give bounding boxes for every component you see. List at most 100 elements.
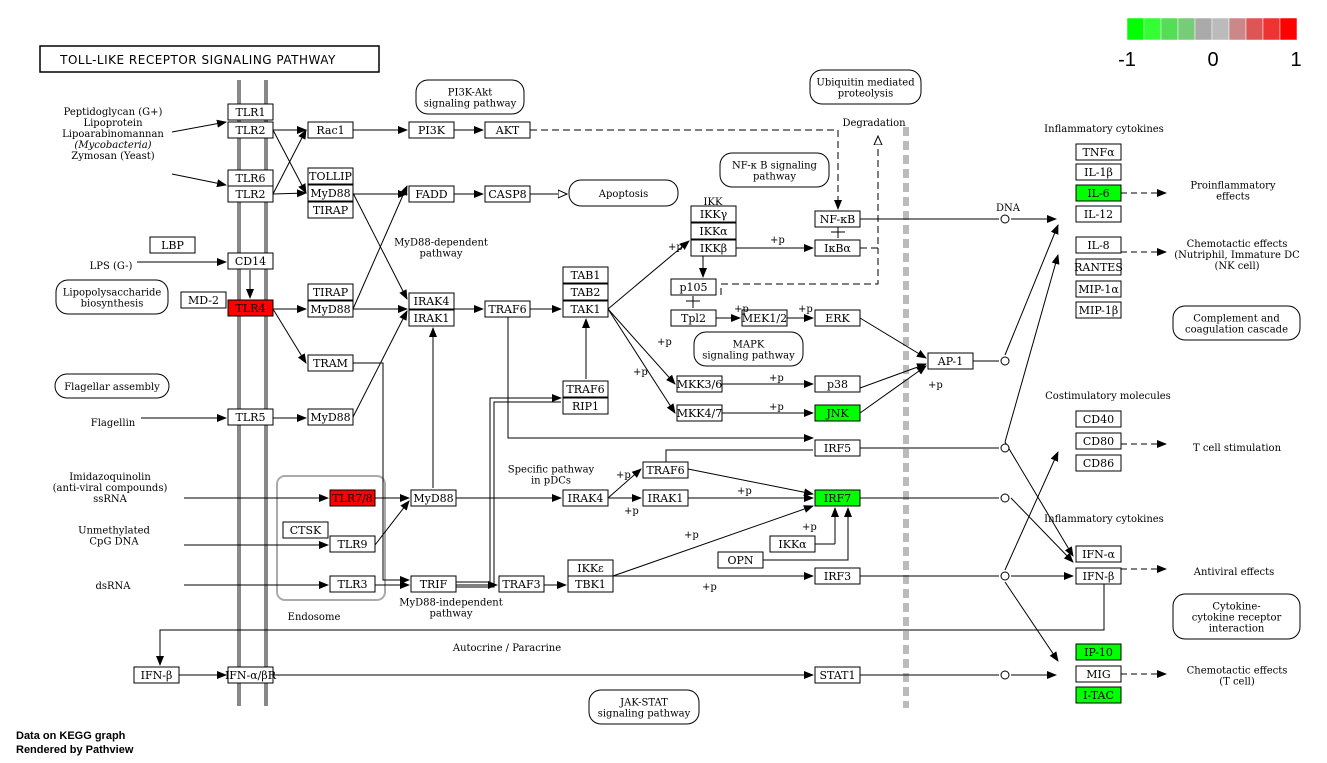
gene-node-tak1[interactable]: TAK1: [562, 300, 609, 318]
gene-node-il8[interactable]: IL-8: [1075, 236, 1122, 254]
gene-node-ikkg[interactable]: IKKγ: [690, 205, 737, 223]
gene-node-irf5[interactable]: IRF5: [814, 439, 861, 457]
gene-node-traf6b[interactable]: TRAF6: [562, 380, 609, 398]
gene-node-erk[interactable]: ERK: [814, 309, 861, 327]
gene-label: IP-10: [1084, 646, 1113, 659]
gene-node-traf6c[interactable]: TRAF6: [642, 461, 689, 479]
gene-node-irak1b[interactable]: IRAK1: [642, 489, 689, 507]
gene-node-itac[interactable]: I-TAC: [1075, 686, 1122, 704]
gene-node-p38[interactable]: p38: [814, 375, 861, 393]
gene-node-p13k[interactable]: PI3K: [408, 121, 455, 139]
gene-node-tlr1[interactable]: TLR1: [227, 103, 274, 121]
pathway-link-apoptosis[interactable]: Apoptosis: [568, 179, 679, 207]
label-text: Proinflammatory: [1190, 181, 1276, 192]
gene-node-p105[interactable]: p105: [670, 278, 717, 296]
gene-node-tlr4[interactable]: TLR4: [227, 299, 274, 317]
gene-node-mip1b[interactable]: MIP-1β: [1075, 301, 1122, 319]
gene-label: CD40: [1083, 413, 1114, 426]
gene-node-il12[interactable]: IL-12: [1075, 205, 1122, 223]
gene-node-rac1[interactable]: Rac1: [307, 121, 354, 139]
gene-node-ifnb2[interactable]: IFN-β: [1075, 567, 1122, 585]
gene-node-tnfa[interactable]: TNFα: [1075, 143, 1122, 161]
gene-node-tbk1[interactable]: TBK1: [567, 575, 614, 593]
gene-node-tirap2[interactable]: TIRAP: [307, 283, 354, 301]
gene-node-ikkb[interactable]: IKKβ: [690, 239, 737, 257]
gene-node-ip10[interactable]: IP-10: [1075, 643, 1122, 661]
gene-node-tlr6[interactable]: TLR6: [227, 169, 274, 187]
gene-node-myd88b[interactable]: MyD88: [307, 300, 354, 318]
gene-node-myd88c[interactable]: MyD88: [307, 408, 354, 426]
gene-node-tlr9[interactable]: TLR9: [329, 535, 376, 553]
gene-node-irf3[interactable]: IRF3: [814, 567, 861, 585]
gene-node-akt[interactable]: AKT: [484, 121, 531, 139]
gene-node-opn[interactable]: OPN: [717, 551, 764, 569]
gene-node-traf6a[interactable]: TRAF6: [484, 300, 531, 318]
gene-node-il6[interactable]: IL-6: [1075, 184, 1122, 202]
gene-node-tlr2b[interactable]: TLR2: [227, 185, 274, 203]
gene-node-ctsk[interactable]: CTSK: [282, 521, 329, 539]
pathway-link-flagellar[interactable]: Flagellar assembly: [54, 373, 170, 399]
gene-node-tram[interactable]: TRAM: [307, 354, 354, 372]
gene-node-tollip[interactable]: TOLLIP: [307, 167, 354, 185]
gene-node-myd88d[interactable]: MyD88: [410, 489, 457, 507]
gene-node-ikka[interactable]: IKKα: [690, 222, 737, 240]
gene-node-tab1[interactable]: TAB1: [562, 266, 609, 284]
gene-node-tlr3[interactable]: TLR3: [329, 575, 376, 593]
gene-node-tpl2[interactable]: Tpl2: [670, 309, 717, 327]
gene-node-mkk36[interactable]: MKK3/6: [676, 375, 723, 393]
gene-node-lbp[interactable]: LBP: [149, 236, 196, 254]
gene-node-ikke[interactable]: IKKε: [567, 559, 614, 577]
gene-node-il1b[interactable]: IL-1β: [1075, 163, 1122, 181]
label-text: (anti-viral compounds): [53, 483, 168, 494]
pathway-link-text: signaling pathway: [424, 99, 517, 110]
gene-node-md2[interactable]: MD-2: [180, 291, 227, 309]
gene-node-irak1a[interactable]: IRAK1: [408, 309, 455, 327]
gene-node-mkk47[interactable]: MKK4/7: [676, 404, 723, 422]
gene-node-cd80[interactable]: CD80: [1075, 432, 1122, 450]
gene-node-ikka2[interactable]: IKKα: [769, 535, 816, 553]
gene-node-cd86[interactable]: CD86: [1075, 454, 1122, 472]
gene-node-ap1[interactable]: AP-1: [927, 352, 974, 370]
gene-node-trif[interactable]: TRIF: [410, 575, 457, 593]
gene-node-traf3[interactable]: TRAF3: [498, 575, 545, 593]
gene-node-ifnb1[interactable]: IFN-β: [133, 666, 180, 684]
gene-node-ifnabr[interactable]: IFN-α/βR: [225, 666, 277, 684]
gene-node-tlr5[interactable]: TLR5: [227, 408, 274, 426]
pathway-link-text: PI3K-Akt: [448, 88, 492, 99]
gene-node-tlr2a[interactable]: TLR2: [227, 121, 274, 139]
gene-node-mip1a[interactable]: MIP-1α: [1075, 280, 1122, 298]
gene-node-ifna[interactable]: IFN-α: [1075, 545, 1122, 563]
gene-node-cd14[interactable]: CD14: [227, 252, 274, 270]
gene-node-fadd[interactable]: FADD: [408, 185, 455, 203]
gene-label: p105: [679, 281, 707, 294]
gene-label: Rac1: [316, 124, 344, 137]
gene-node-rip1[interactable]: RIP1: [562, 397, 609, 415]
gene-node-mek12[interactable]: MEK1/2: [741, 309, 788, 327]
legend-tick-min: -1: [1118, 49, 1136, 71]
gene-node-casp8[interactable]: CASP8: [484, 185, 531, 203]
gene-node-nfkb[interactable]: NF-κB: [814, 210, 861, 228]
gene-node-cd40[interactable]: CD40: [1075, 410, 1122, 428]
gene-node-myd88a[interactable]: MyD88: [307, 184, 354, 202]
pathway-link-text: JAK-STAT: [619, 698, 668, 709]
gene-node-jnk[interactable]: JNK: [814, 404, 861, 422]
gene-node-irak4b[interactable]: IRAK4: [562, 489, 609, 507]
gene-node-irak4a[interactable]: IRAK4: [408, 292, 455, 310]
gene-label: TLR2: [236, 188, 266, 201]
gene-node-stat1[interactable]: STAT1: [814, 666, 861, 684]
gene-node-tlr78[interactable]: TLR7/8: [329, 489, 376, 507]
gene-node-mig[interactable]: MIG: [1075, 665, 1122, 683]
gene-node-ikba[interactable]: IκBα: [814, 239, 861, 257]
gene-node-rantes[interactable]: RANTES: [1074, 258, 1123, 276]
gene-node-irf7[interactable]: IRF7: [814, 489, 861, 507]
gene-node-tirap1[interactable]: TIRAP: [307, 201, 354, 219]
gene-node-tab2[interactable]: TAB2: [562, 283, 609, 301]
